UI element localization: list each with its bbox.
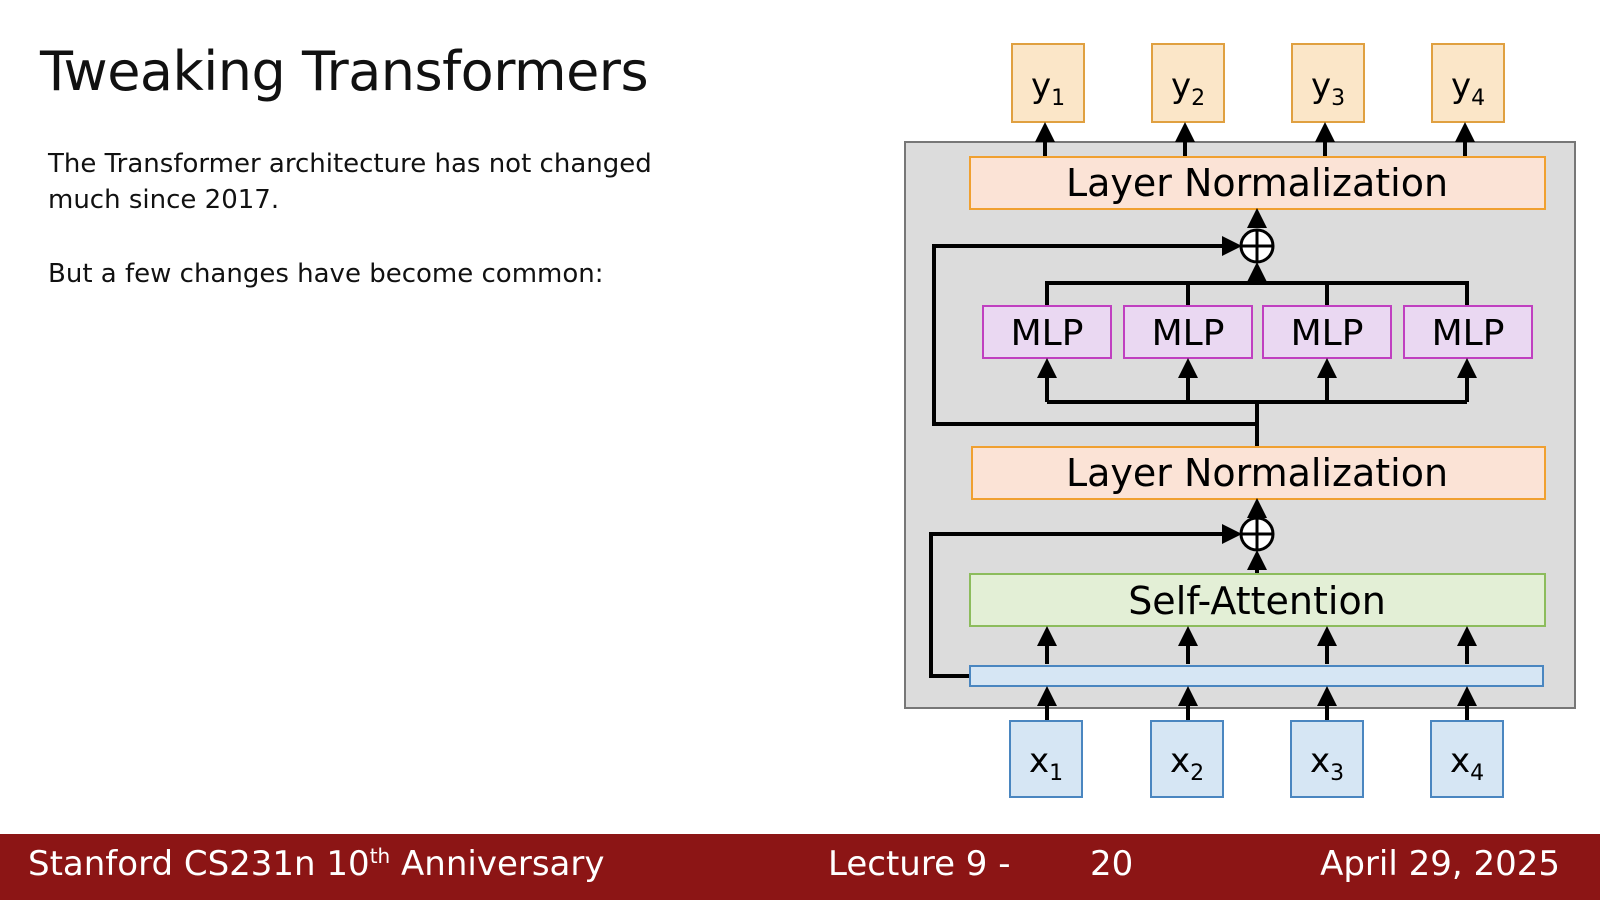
- mlp-box-1: MLP: [982, 305, 1112, 359]
- svg-text:x4: x4: [1450, 741, 1484, 786]
- svg-text:y1: y1: [1031, 66, 1065, 111]
- output-token-y1: y1: [1011, 43, 1085, 123]
- svg-text:MLP: MLP: [1011, 313, 1084, 354]
- svg-text:x1: x1: [1029, 741, 1063, 786]
- svg-text:y4: y4: [1451, 66, 1485, 111]
- svg-text:MLP: MLP: [1152, 313, 1225, 354]
- input-token-x4: x4: [1430, 720, 1504, 798]
- footer-date: April 29, 2025: [1320, 844, 1560, 884]
- layer-norm-bottom: Layer Normalization: [971, 446, 1546, 500]
- mlp-box-4: MLP: [1403, 305, 1533, 359]
- svg-text:Self-Attention: Self-Attention: [1128, 579, 1386, 623]
- output-arrows: [1035, 122, 1475, 156]
- output-tokens: y1 y2 y3 y4: [1011, 43, 1505, 123]
- svg-text:Layer Normalization: Layer Normalization: [1066, 451, 1448, 495]
- svg-text:y3: y3: [1311, 66, 1345, 111]
- mlp-split-lines: [1037, 358, 1477, 446]
- footer-page-number: 20: [1090, 844, 1134, 884]
- input-bar-to-attention-arrows: [1037, 626, 1477, 664]
- output-token-y2: y2: [1151, 43, 1225, 123]
- input-token-x2: x2: [1150, 720, 1224, 798]
- mlp-box-3: MLP: [1262, 305, 1392, 359]
- input-embedding-bar: [969, 665, 1544, 687]
- svg-text:x3: x3: [1310, 741, 1344, 786]
- svg-text:Layer Normalization: Layer Normalization: [1066, 161, 1448, 205]
- svg-text:MLP: MLP: [1291, 313, 1364, 354]
- input-token-x1: x1: [1009, 720, 1083, 798]
- mlp-merge-lines: [1045, 262, 1469, 305]
- svg-text:y2: y2: [1171, 66, 1205, 111]
- input-token-x3: x3: [1290, 720, 1364, 798]
- output-token-y4: y4: [1431, 43, 1505, 123]
- body-paragraph-2: But a few changes have become common:: [48, 259, 604, 289]
- slide-footer: Stanford CS231n 10th Anniversary Lecture…: [0, 834, 1600, 900]
- mlp-box-2: MLP: [1123, 305, 1253, 359]
- residual-skip-top: [932, 236, 1257, 426]
- input-tokens: x1 x2 x3 x4: [1009, 720, 1504, 798]
- slide-title: Tweaking Transformers: [40, 40, 649, 103]
- residual-add-top: [1239, 208, 1275, 264]
- output-token-y3: y3: [1291, 43, 1365, 123]
- mlp-layers: MLP MLP MLP MLP: [982, 305, 1533, 359]
- svg-text:x2: x2: [1170, 741, 1204, 786]
- body-paragraph-1: The Transformer architecture has not cha…: [48, 149, 652, 215]
- layer-norm-top: Layer Normalization: [969, 156, 1546, 210]
- transformer-block-diagram: y1 y2 y3 y4 Layer Norm: [904, 43, 1576, 798]
- svg-text:MLP: MLP: [1432, 313, 1505, 354]
- footer-course-name: Stanford CS231n 10th Anniversary: [28, 844, 605, 884]
- residual-skip-bottom: [929, 524, 1242, 678]
- footer-lecture: Lecture 9 -: [828, 844, 1011, 884]
- input-arrows: [1037, 686, 1477, 720]
- self-attention-layer: Self-Attention: [969, 573, 1546, 627]
